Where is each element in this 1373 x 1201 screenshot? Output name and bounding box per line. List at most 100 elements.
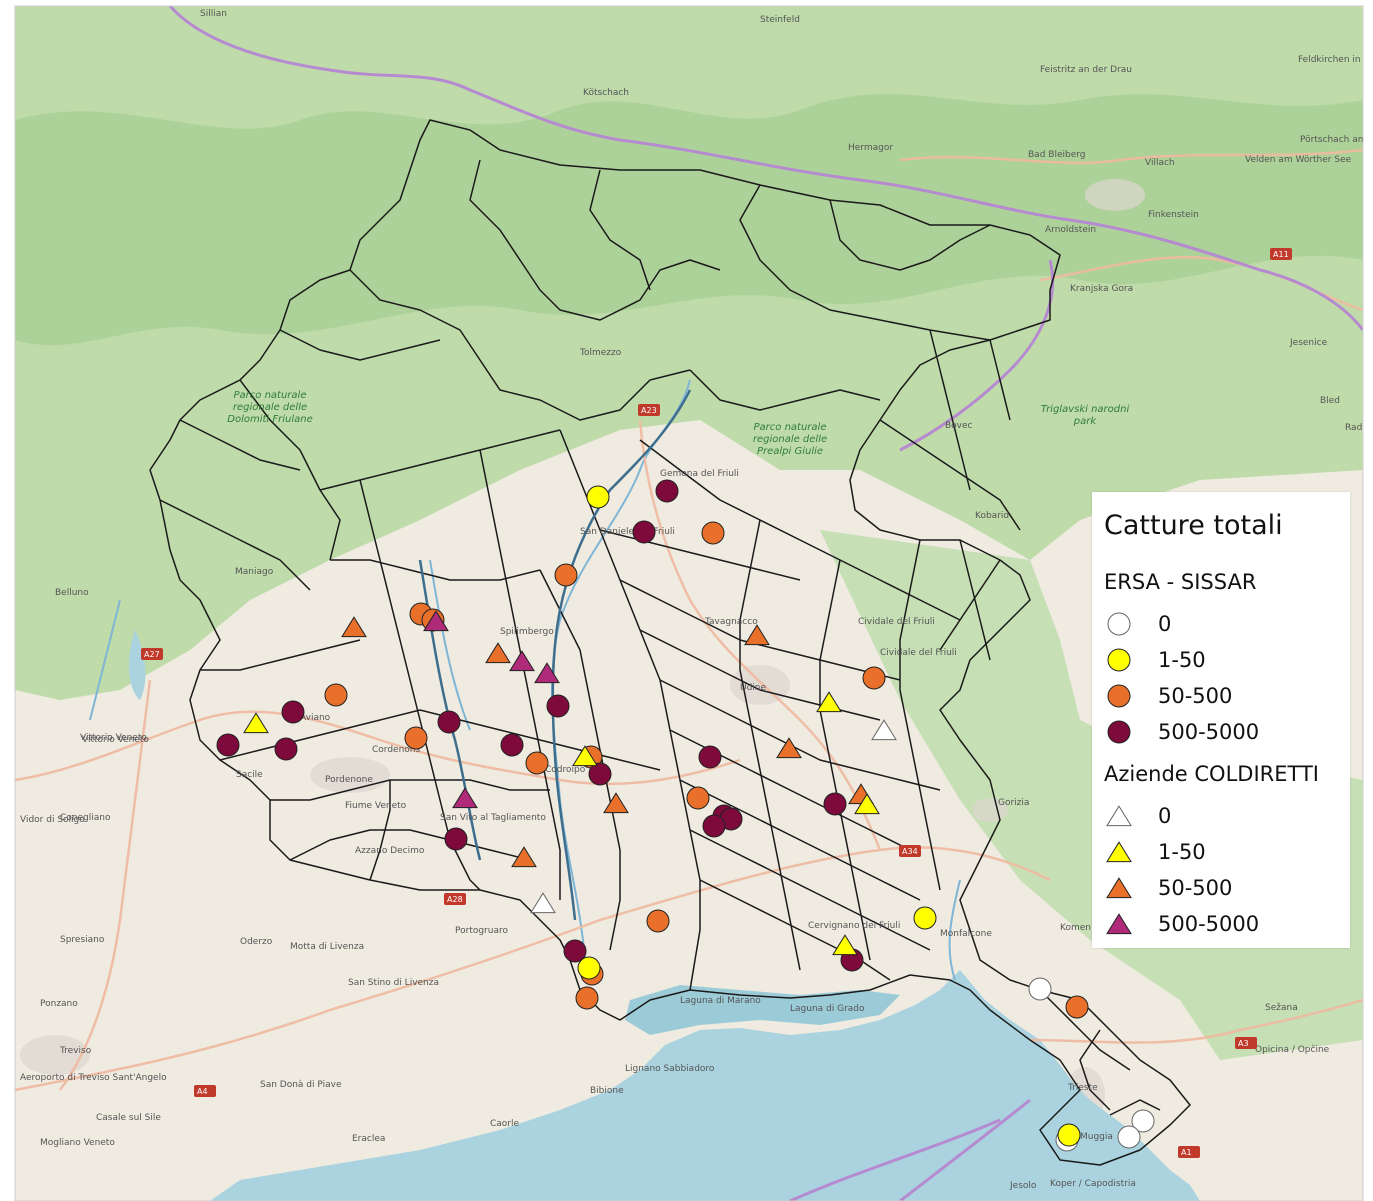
- place-label: Kobarid: [975, 511, 1009, 521]
- ersa-marker[interactable]: [655, 479, 679, 503]
- place-label: Muggia: [1080, 1132, 1113, 1142]
- ersa-marker[interactable]: [216, 733, 240, 757]
- coldiretti-marker[interactable]: [511, 846, 537, 868]
- coldiretti-markers[interactable]: [243, 610, 897, 956]
- place-label: Spresiano: [60, 935, 105, 945]
- place-label: Monfalcone: [940, 929, 992, 939]
- ersa-marker[interactable]: [437, 710, 461, 734]
- ersa-marker[interactable]: [404, 726, 428, 750]
- coldiretti-marker[interactable]: [530, 892, 556, 914]
- ersa-marker[interactable]: [500, 733, 524, 757]
- place-label: Jesolo: [1009, 1181, 1037, 1191]
- place-label: Koper / Capodistria: [1050, 1179, 1136, 1189]
- coldiretti-marker[interactable]: [485, 642, 511, 664]
- coldiretti-marker[interactable]: [854, 793, 880, 815]
- ersa-marker[interactable]: [913, 906, 937, 930]
- ersa-marker[interactable]: [632, 520, 656, 544]
- basemap-forest-dark: [15, 93, 1363, 346]
- legend-entry: 0: [1104, 802, 1171, 830]
- ersa-marker[interactable]: [646, 909, 670, 933]
- place-label: Pordenone: [325, 775, 373, 785]
- highway-shield-icon: [141, 648, 163, 660]
- circle-symbol-icon: [1107, 720, 1131, 744]
- highway-shield-icon: [1235, 1037, 1257, 1049]
- legend-group-coldiretti: Aziende COLDIRETTI: [1104, 762, 1319, 786]
- ersa-marker[interactable]: [1028, 977, 1052, 1001]
- ersa-marker[interactable]: [324, 683, 348, 707]
- ersa-marker[interactable]: [1057, 1123, 1081, 1147]
- triangle-symbol-icon: [1106, 877, 1132, 899]
- coldiretti-marker[interactable]: [603, 792, 629, 814]
- ersa-marker[interactable]: [575, 986, 599, 1010]
- place-label: Ponzano: [40, 999, 78, 1009]
- place-label: Cervignano del Friuli: [808, 921, 900, 931]
- ersa-marker[interactable]: [686, 786, 710, 810]
- place-label: Bled: [1320, 396, 1340, 406]
- ersa-marker[interactable]: [577, 956, 601, 980]
- place-label: Belluno: [55, 588, 89, 598]
- ersa-marker[interactable]: [546, 694, 570, 718]
- ersa-marker[interactable]: [554, 563, 578, 587]
- legend-entry-label: 1-50: [1158, 840, 1206, 864]
- place-label: Kötschach: [583, 88, 629, 98]
- place-label: Rad: [1345, 423, 1362, 433]
- ersa-marker[interactable]: [1117, 1125, 1141, 1149]
- coldiretti-marker[interactable]: [572, 745, 598, 767]
- ersa-marker[interactable]: [281, 700, 305, 724]
- ersa-marker[interactable]: [823, 792, 847, 816]
- ersa-marker[interactable]: [444, 827, 468, 851]
- ersa-marker[interactable]: [588, 762, 612, 786]
- highway-label: A34: [902, 847, 918, 856]
- place-label: San Daniele del Friuli: [580, 527, 675, 537]
- coldiretti-marker[interactable]: [509, 650, 535, 672]
- legend-entry: 50-500: [1104, 682, 1232, 710]
- coldiretti-marker[interactable]: [243, 712, 269, 734]
- municipal-boundaries: [149, 119, 1191, 1166]
- coldiretti-marker[interactable]: [832, 934, 858, 956]
- place-label: Gorizia: [998, 798, 1029, 808]
- ersa-marker[interactable]: [586, 485, 610, 509]
- circle-symbol-icon: [1107, 648, 1131, 672]
- ersa-marker[interactable]: [701, 521, 725, 545]
- ersa-marker[interactable]: [1131, 1109, 1155, 1133]
- coldiretti-marker[interactable]: [871, 719, 897, 741]
- place-label: Gemona del Friuli: [660, 469, 739, 479]
- place-label: San Stino di Livenza: [348, 978, 439, 988]
- legend-entry: 1-50: [1104, 646, 1206, 674]
- legend-triangle: [1106, 913, 1132, 935]
- lake-santa-croce: [128, 630, 146, 700]
- ersa-marker[interactable]: [702, 814, 726, 838]
- legend-circle: [1107, 720, 1131, 744]
- place-label: Arnoldstein: [1045, 225, 1096, 235]
- coldiretti-marker[interactable]: [744, 624, 770, 646]
- ersa-marker[interactable]: [274, 737, 298, 761]
- place-label: Steinfeld: [760, 15, 800, 25]
- highway-shield-icon: [194, 1085, 216, 1097]
- place-label: Sacile: [236, 770, 263, 780]
- triangle-symbol-icon: [1106, 841, 1132, 863]
- place-label: Sežana: [1265, 1003, 1298, 1013]
- coldiretti-marker[interactable]: [534, 662, 560, 684]
- coldiretti-marker[interactable]: [816, 691, 842, 713]
- highway-shield-icon: [899, 845, 921, 857]
- highway-shield-icon: [638, 404, 660, 416]
- coldiretti-marker[interactable]: [341, 616, 367, 638]
- place-label: Cividale del Friuli: [858, 617, 935, 627]
- ersa-marker[interactable]: [862, 666, 886, 690]
- place-label: Opicina / Opčine: [1255, 1044, 1330, 1055]
- ersa-marker[interactable]: [563, 939, 587, 963]
- coldiretti-marker[interactable]: [776, 737, 802, 759]
- ersa-marker[interactable]: [525, 751, 549, 775]
- coldiretti-marker[interactable]: [452, 787, 478, 809]
- ersa-marker[interactable]: [698, 745, 722, 769]
- legend-entry-label: 1-50: [1158, 648, 1206, 672]
- place-label: Velden am Wörther See: [1245, 155, 1352, 165]
- place-label: Spilimbergo: [500, 627, 554, 637]
- basemap-sea: [210, 970, 1200, 1201]
- ersa-marker[interactable]: [1065, 995, 1089, 1019]
- coldiretti-marker[interactable]: [423, 610, 449, 632]
- place-label: Vittorio Veneto: [82, 735, 149, 745]
